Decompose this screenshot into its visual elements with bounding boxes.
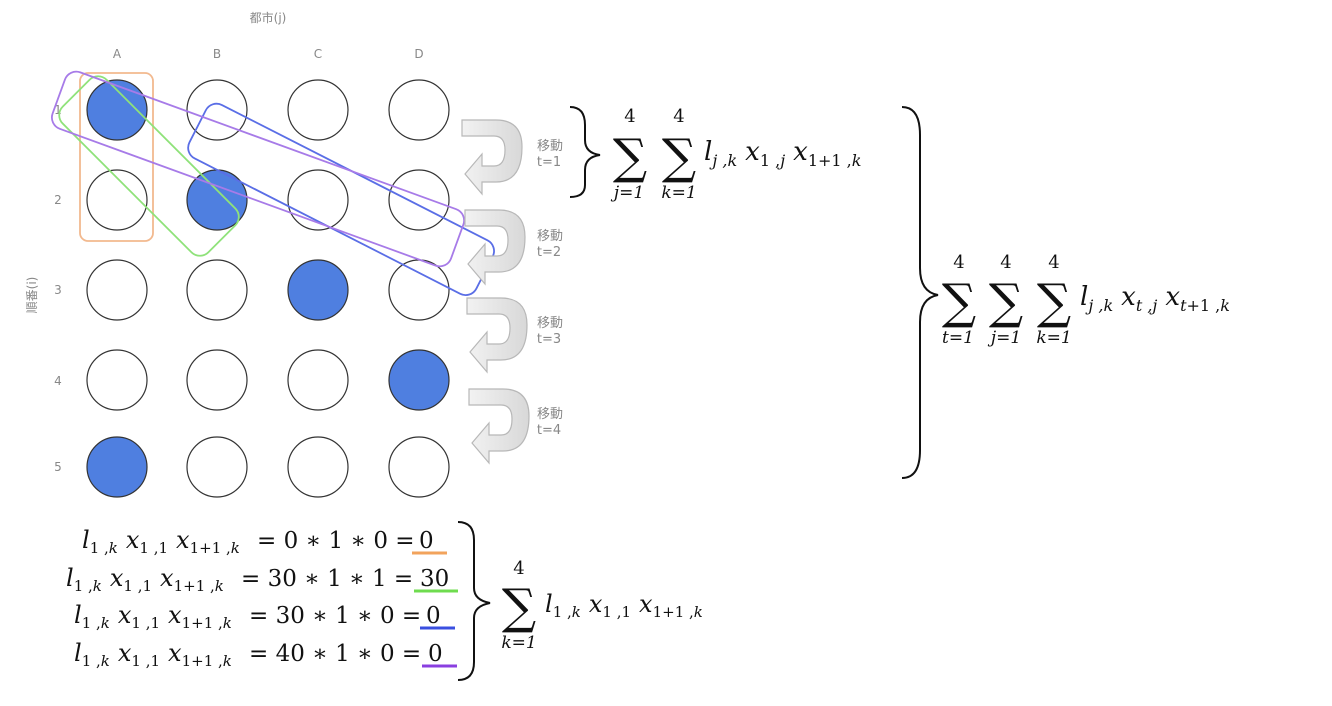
svg-text:lj ,kxt ,jxt+1 ,k: lj ,kxt ,jxt+1 ,k (1080, 282, 1230, 315)
svg-text:= 30 ∗ 1 ∗ 0 =: = 30 ∗ 1 ∗ 0 = (249, 603, 421, 629)
svg-text:0: 0 (426, 603, 441, 629)
svg-text:= 40 ∗ 1 ∗ 0 =: = 40 ∗ 1 ∗ 0 = (249, 641, 421, 667)
node-3-c[interactable] (287, 259, 349, 321)
svg-text:4: 4 (953, 252, 964, 273)
highlight-purple-box (51, 70, 465, 268)
node-5-d[interactable] (388, 436, 450, 498)
svg-text:k=1: k=1 (501, 633, 536, 653)
node-3-d[interactable] (388, 259, 450, 321)
step-4-label: 移動 (537, 407, 563, 422)
svg-text:lj ,kx1 ,jx1+1 ,k: lj ,kx1 ,jx1+1 ,k (704, 137, 861, 170)
step-1-label: 移動 (537, 139, 563, 154)
node-1-a[interactable] (86, 79, 148, 141)
node-5-b[interactable] (186, 436, 248, 498)
step-arrow-3 (466, 297, 528, 374)
step-1-t: t=1 (537, 155, 561, 170)
node-3-b[interactable] (186, 259, 248, 321)
node-2-a[interactable] (86, 169, 148, 231)
row-header-2: 2 (54, 193, 62, 207)
step-1-brace (569, 106, 601, 198)
svg-text:l1 ,kx1 ,1x1+1 ,k: l1 ,kx1 ,1x1+1 ,k (74, 601, 232, 632)
step-arrow-2 (464, 209, 526, 286)
svg-text:l1 ,kx1 ,1x1+1 ,k: l1 ,kx1 ,1x1+1 ,k (66, 564, 224, 595)
svg-text:∑: ∑ (1037, 274, 1071, 330)
node-2-c[interactable] (287, 169, 349, 231)
svg-text:l1 ,kx1 ,1x1+1 ,k: l1 ,kx1 ,1x1+1 ,k (82, 526, 240, 557)
svg-text:∑: ∑ (989, 274, 1023, 330)
svg-text:4: 4 (1048, 252, 1059, 273)
svg-text:l1 ,kx1 ,1x1+1 ,k: l1 ,kx1 ,1x1+1 ,k (545, 590, 703, 621)
svg-text:∑: ∑ (662, 129, 696, 185)
svg-text:= 0 ∗ 1 ∗ 0 =: = 0 ∗ 1 ∗ 0 = (257, 528, 415, 554)
svg-text:0: 0 (419, 528, 434, 554)
node-grid (86, 79, 450, 498)
node-4-c[interactable] (287, 349, 349, 411)
svg-text:t=1: t=1 (942, 328, 974, 348)
column-header-a: A (113, 47, 122, 61)
svg-text:k=1: k=1 (1036, 328, 1071, 348)
svg-text:∑: ∑ (613, 129, 647, 185)
svg-text:0: 0 (428, 641, 443, 667)
svg-text:4: 4 (624, 106, 635, 127)
row-header-3: 3 (54, 283, 62, 297)
svg-text:k=1: k=1 (661, 183, 696, 203)
row-header-5: 5 (54, 460, 62, 474)
svg-text:4: 4 (673, 106, 684, 127)
column-header-d: D (414, 47, 423, 61)
node-4-a[interactable] (86, 349, 148, 411)
step-arrow-1 (461, 119, 523, 196)
step-4-t: t=4 (537, 423, 561, 438)
svg-text:j=1: j=1 (610, 183, 644, 203)
svg-text:j=1: j=1 (987, 328, 1021, 348)
node-4-d[interactable] (388, 349, 450, 411)
highlight-orange-box (79, 72, 154, 242)
node-1-d[interactable] (388, 79, 450, 141)
node-4-b[interactable] (186, 349, 248, 411)
step-3-label: 移動 (537, 316, 563, 331)
node-1-b[interactable] (186, 79, 248, 141)
svg-text:30: 30 (420, 566, 449, 592)
node-2-d[interactable] (388, 169, 450, 231)
row-sum-brace (457, 521, 491, 681)
svg-text:= 30 ∗ 1 ∗ 1 =: = 30 ∗ 1 ∗ 1 = (241, 566, 413, 592)
step-2-label: 移動 (537, 229, 563, 244)
highlight-green-box (58, 75, 240, 257)
step-arrow-4 (468, 388, 530, 465)
step-2-t: t=2 (537, 245, 561, 260)
total-brace (901, 106, 939, 479)
svg-text:l1 ,kx1 ,1x1+1 ,k: l1 ,kx1 ,1x1+1 ,k (74, 639, 232, 670)
column-header-c: C (314, 47, 322, 61)
svg-text:∑: ∑ (942, 274, 976, 330)
node-5-c[interactable] (287, 436, 349, 498)
node-3-a[interactable] (86, 259, 148, 321)
node-1-c[interactable] (287, 79, 349, 141)
step-3-t: t=3 (537, 332, 561, 347)
node-5-a[interactable] (86, 436, 148, 498)
svg-text:4: 4 (1000, 252, 1011, 273)
column-axis-title: 都市(j) (250, 10, 287, 25)
step-arrows (461, 119, 530, 465)
row-header-4: 4 (54, 374, 62, 388)
svg-text:∑: ∑ (502, 579, 536, 635)
svg-text:4: 4 (513, 558, 524, 579)
row-axis-title: 順番(i) (25, 277, 39, 314)
row-header-1: 1 (54, 103, 62, 117)
column-header-b: B (213, 47, 221, 61)
